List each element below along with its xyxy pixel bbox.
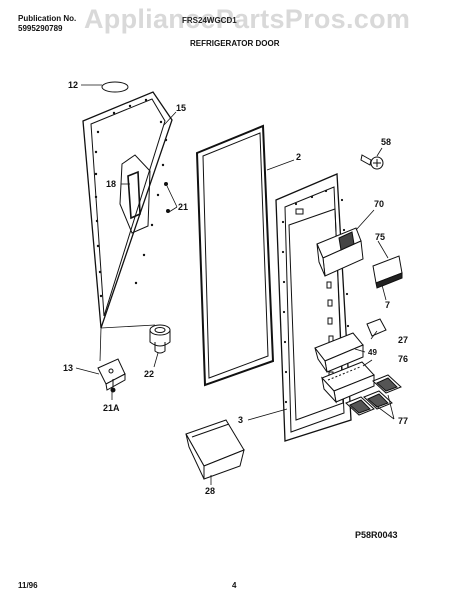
watermark: AppliancePartsPros.com [84,4,411,34]
part-70-door-bin [316,227,364,277]
part-76-dairy-bin [321,361,375,404]
label-27: 27 [398,335,408,345]
label-77: 77 [398,416,408,426]
label-76: 76 [398,354,408,364]
label-13: 13 [63,363,73,373]
footer-page-number: 4 [232,581,237,590]
label-21: 21 [178,202,188,212]
label-21a: 21A [103,403,120,413]
part-13-hinge-bracket [97,358,126,393]
label-70: 70 [374,199,384,209]
label-18: 18 [106,179,116,189]
model-number: FRS24WGCD1 [182,16,237,25]
part-28-bin [185,419,245,480]
publication-label: Publication No. [18,14,77,23]
part-27-cover [366,318,387,337]
label-2: 2 [296,152,301,162]
part-2-gasket [195,124,275,387]
part-15-door-liner-frame [82,91,173,329]
label-58: 58 [381,137,391,147]
label-15: 15 [176,103,186,113]
part-58-screw [360,154,384,170]
part-22-hinge-bushing [149,324,171,354]
part-12-cap [101,81,129,93]
part-77-egg-trays [345,374,402,416]
footer-date: 11/96 [18,581,38,590]
label-22: 22 [144,369,154,379]
section-title: REFRIGERATOR DOOR [190,39,280,48]
label-3: 3 [238,415,243,425]
label-75: 75 [375,232,385,242]
label-49: 49 [368,348,377,357]
publication-number: 5995290789 [18,24,63,33]
label-7: 7 [385,300,390,310]
label-28: 28 [205,486,215,496]
part-49-shelf [314,332,364,373]
diagram-code: P58R0043 [355,530,398,540]
part-3-door-panel [275,173,352,442]
label-12: 12 [68,80,78,90]
part-7-bin-cap [372,255,403,289]
part-18-handle [119,154,170,234]
